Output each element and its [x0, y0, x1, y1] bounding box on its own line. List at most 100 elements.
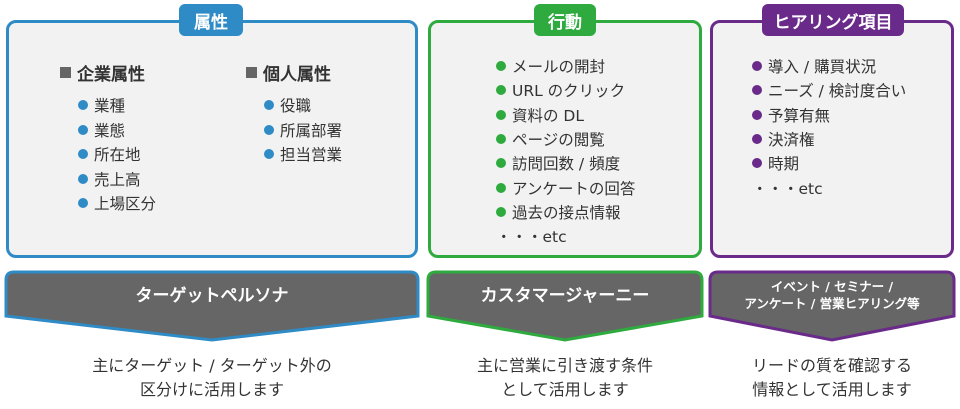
sources-banner: イベント / セミナー / アンケート / 営業ヒアリング等 [708, 270, 956, 342]
banner-arrow-shape [4, 270, 420, 342]
company-attribute-heading-text: 企業属性 [77, 65, 145, 85]
list-item: 決済権 [752, 127, 906, 151]
list-item-label: 資料の DL [512, 106, 584, 125]
target-persona-label: ターゲットペルソナ [135, 285, 289, 306]
list-item: ニーズ / 検討度合い [752, 78, 906, 102]
list-item-label: 所在地 [94, 146, 141, 165]
company-attribute-heading: 企業属性 [60, 60, 156, 85]
personal-attribute-heading: 個人属性 [246, 60, 342, 85]
list-item-label: メールの開封 [512, 58, 606, 77]
behavior-tag: 行動 [534, 4, 596, 36]
bullet-icon [752, 109, 762, 120]
personal-attribute-group: 個人属性 役職 所属部署 担当営業 [246, 60, 342, 167]
list-item-label: 訪問回数 / 頻度 [512, 155, 621, 174]
company-attribute-list: 業種 業態 所在地 売上高 上場区分 [78, 93, 156, 216]
bullet-icon [264, 124, 274, 135]
bullet-icon [496, 206, 506, 217]
bullet-icon [752, 85, 762, 96]
list-item: アンケートの回答 [496, 175, 635, 199]
caption-line: 情報として活用します [752, 380, 912, 399]
caption-line: として活用します [501, 380, 629, 399]
bullet-icon [752, 61, 762, 72]
etc-item: ・・・etc [752, 175, 906, 199]
company-attribute-group: 企業属性 業種 業態 所在地 売上高 上場区分 [60, 60, 156, 216]
bullet-icon [496, 85, 506, 96]
etc-label: ・・・etc [752, 179, 823, 198]
behavior-panel [428, 20, 702, 258]
personal-attribute-list: 役職 所属部署 担当営業 [264, 93, 342, 167]
list-item-label: 売上高 [94, 170, 141, 189]
bullet-icon [264, 149, 274, 160]
bullet-icon [78, 124, 88, 135]
bullet-icon [78, 198, 88, 209]
sources-label: イベント / セミナー / アンケート / 営業ヒアリング等 [708, 270, 956, 322]
list-item: 資料の DL [496, 103, 635, 127]
list-item-label: 担当営業 [280, 146, 343, 165]
list-item-label: 所属部署 [280, 121, 343, 140]
attribute-tag: 属性 [179, 4, 243, 36]
behavior-caption: 主に営業に引き渡す条件 として活用します [428, 354, 702, 402]
hearing-list: 導入 / 購買状況 ニーズ / 検討度合い 予算有無 決済権 時期 ・・・etc [752, 54, 906, 200]
customer-journey-banner: カスタマージャーニー [426, 270, 704, 342]
list-item: 売上高 [78, 167, 156, 192]
caption-line: 主にターゲット / ターゲット外の [92, 356, 332, 375]
list-item: 業態 [78, 118, 156, 143]
square-bullet-icon [246, 67, 257, 78]
list-item: 上場区分 [78, 191, 156, 216]
bullet-icon [78, 173, 88, 184]
list-item: 過去の接点情報 [496, 200, 635, 224]
bullet-icon [496, 61, 506, 72]
hearing-panel [710, 20, 954, 258]
list-item: URL のクリック [496, 78, 635, 102]
sources-label-line: アンケート / 営業ヒアリング等 [744, 296, 920, 311]
caption-line: 区分けに活用します [139, 380, 284, 399]
hearing-caption: リードの質を確認する 情報として活用します [710, 354, 954, 402]
hearing-tag: ヒアリング項目 [762, 4, 904, 36]
attribute-caption: 主にターゲット / ターゲット外の 区分けに活用します [6, 354, 418, 402]
list-item: 導入 / 購買状況 [752, 54, 906, 78]
bullet-icon [496, 158, 506, 169]
list-item: 担当営業 [264, 142, 342, 167]
list-item-label: 業態 [94, 121, 126, 140]
bullet-icon [78, 100, 88, 111]
list-item: 所属部署 [264, 118, 342, 143]
etc-item: ・・・etc [496, 224, 635, 248]
list-item: 訪問回数 / 頻度 [496, 151, 635, 175]
bullet-icon [496, 134, 506, 145]
list-item-label: 役職 [280, 97, 312, 116]
bullet-icon [264, 100, 274, 111]
customer-journey-label: カスタマージャーニー [480, 285, 650, 306]
caption-line: リードの質を確認する [751, 356, 912, 375]
bullet-icon [752, 158, 762, 169]
list-item-label: URL のクリック [512, 82, 626, 101]
bullet-icon [752, 134, 762, 145]
list-item-label: 上場区分 [94, 195, 157, 214]
behavior-list: メールの開封 URL のクリック 資料の DL ページの閲覧 訪問回数 / 頻度… [496, 54, 635, 248]
banner-arrow-shape [426, 270, 704, 342]
caption-line: 主に営業に引き渡す条件 [476, 356, 653, 375]
list-item-label: ページの閲覧 [512, 131, 605, 150]
list-item-label: アンケートの回答 [512, 179, 636, 198]
list-item: ページの閲覧 [496, 127, 635, 151]
bullet-icon [496, 182, 506, 193]
sources-label-line: イベント / セミナー / [770, 279, 894, 295]
list-item-label: 決済権 [768, 131, 815, 150]
list-item-label: 業種 [94, 97, 126, 116]
list-item: 業種 [78, 93, 156, 118]
target-persona-banner: ターゲットペルソナ [4, 270, 420, 342]
list-item-label: 予算有無 [768, 106, 831, 125]
list-item: 予算有無 [752, 103, 906, 127]
list-item: 所在地 [78, 142, 156, 167]
list-item-label: 導入 / 購買状況 [768, 58, 877, 77]
bullet-icon [78, 149, 88, 160]
list-item: 時期 [752, 151, 906, 175]
personal-attribute-heading-text: 個人属性 [263, 65, 331, 85]
square-bullet-icon [60, 67, 71, 78]
bullet-icon [496, 109, 506, 120]
list-item: 役職 [264, 93, 342, 118]
etc-label: ・・・etc [496, 228, 567, 247]
list-item-label: ニーズ / 検討度合い [768, 82, 907, 101]
banner-arrow-shape [708, 270, 956, 342]
list-item-label: 過去の接点情報 [512, 203, 621, 222]
list-item: メールの開封 [496, 54, 635, 78]
